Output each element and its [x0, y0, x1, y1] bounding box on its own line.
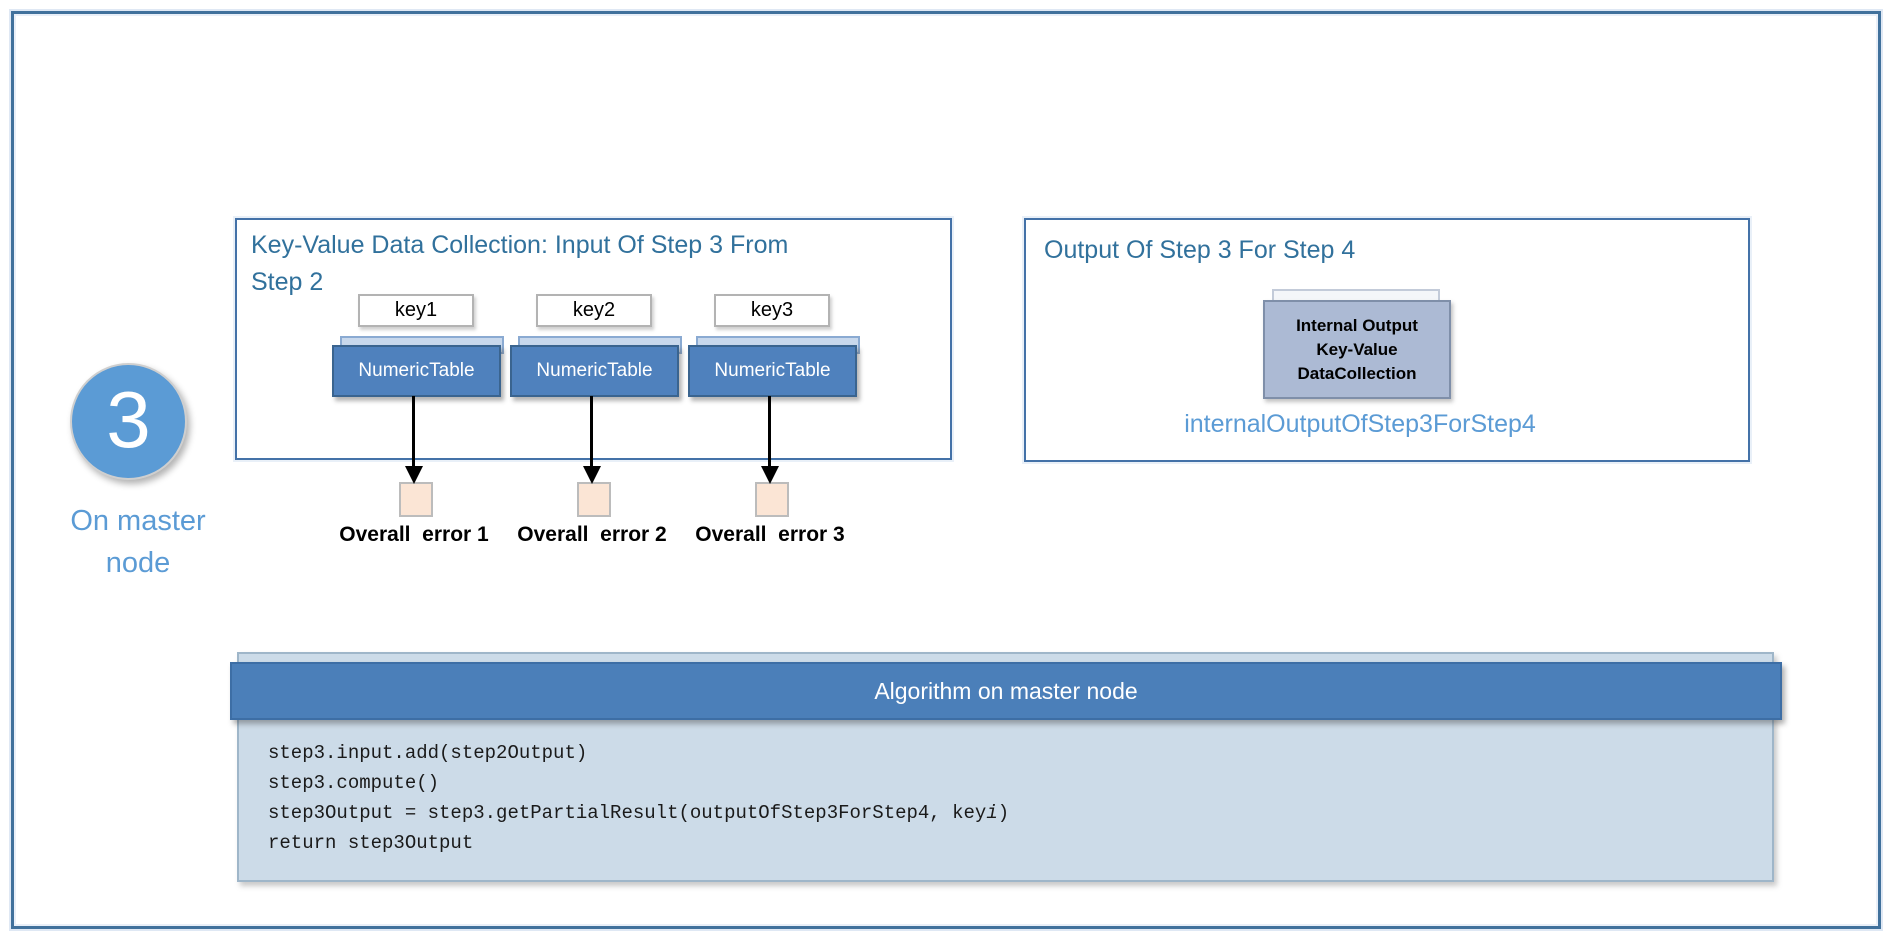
internal-output-line3: DataCollection: [1297, 363, 1417, 383]
flow-arrow-head-1: [405, 466, 423, 484]
input-panel-title-line2: Step 2: [251, 268, 324, 296]
flow-arrow-2: [590, 396, 593, 468]
flow-arrow-3: [768, 396, 771, 468]
code-line-4: return step3Output: [268, 832, 474, 854]
error-label-2: Overall error 2: [517, 523, 667, 546]
internal-output-line2: Key-Value: [1316, 339, 1398, 359]
input-panel-title: Key-Value Data Collection: Input Of Step…: [251, 227, 891, 301]
step-caption: On master node: [70, 505, 206, 579]
code-line-3: step3Output = step3.getPartialResult(out…: [268, 802, 1010, 824]
flow-arrow-1: [412, 396, 415, 468]
internal-output-caption: internalOutputOfStep3ForStep4: [1184, 410, 1536, 438]
flow-arrow-head-3: [761, 466, 779, 484]
numeric-table-box-1: NumericTable: [332, 345, 501, 397]
numeric-table-box-3: NumericTable: [688, 345, 857, 397]
output-panel-title: Output Of Step 3 For Step 4: [1044, 236, 1356, 264]
step-number: 3: [106, 374, 151, 464]
error-square-3: [755, 482, 789, 517]
key-label-box-3: key3: [714, 294, 830, 327]
error-label-3: Overall error 3: [695, 523, 845, 546]
code-line-2: step3.compute(): [268, 772, 440, 794]
algorithm-header-label: Algorithm on master node: [874, 677, 1138, 704]
flow-arrow-head-2: [583, 466, 601, 484]
key-label-box-1: key1: [358, 294, 474, 327]
internal-output-line1: Internal Output: [1296, 315, 1418, 335]
step-number-badge: 3: [70, 363, 187, 480]
error-square-2: [577, 482, 611, 517]
input-panel-title-line1: Key-Value Data Collection: Input Of Step…: [251, 231, 789, 259]
error-square-1: [399, 482, 433, 517]
numeric-table-box-2: NumericTable: [510, 345, 679, 397]
internal-output-box: Internal Output Key-Value DataCollection: [1263, 300, 1451, 399]
error-label-1: Overall error 1: [339, 523, 489, 546]
key-label-box-2: key2: [536, 294, 652, 327]
code-block: step3.input.add(step2Output) step3.compu…: [268, 738, 1009, 858]
algorithm-header-bar: Algorithm on master node: [230, 662, 1782, 720]
code-line-1: step3.input.add(step2Output): [268, 742, 588, 764]
